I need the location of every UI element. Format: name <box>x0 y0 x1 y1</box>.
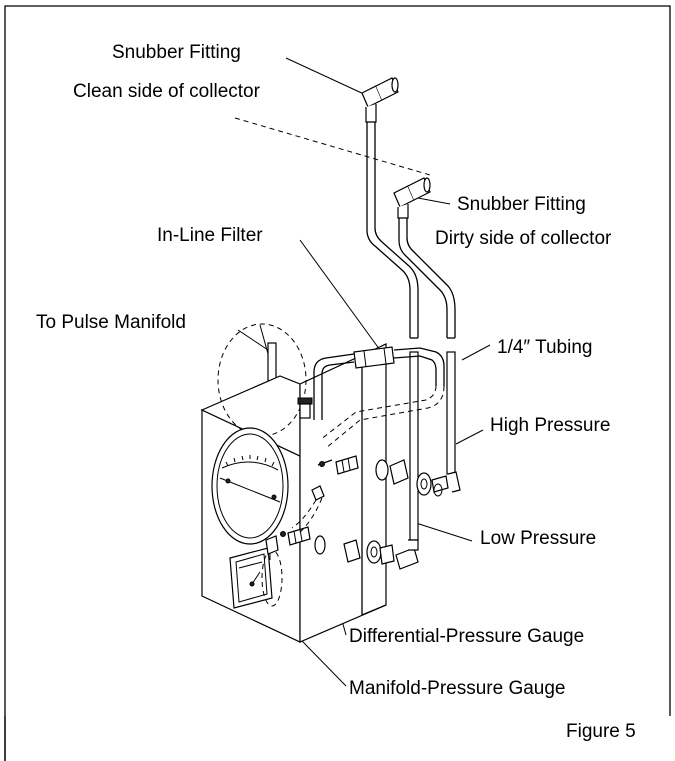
leader-low-pressure <box>415 522 473 542</box>
leader-snubber-dirty <box>417 197 451 205</box>
label-inline-filter: In-Line Filter <box>157 225 263 246</box>
tube-low-pressure <box>409 351 419 541</box>
snubber-fitting-dirty <box>393 177 431 219</box>
label-figure-number: Figure 5 <box>566 721 636 742</box>
in-line-filter <box>313 346 445 449</box>
label-tubing: 1/4″ Tubing <box>497 337 592 358</box>
fitting-manifold-tee <box>265 535 279 560</box>
label-snubber-clean-2: Clean side of collector <box>73 81 261 102</box>
figure-border <box>4 5 671 761</box>
fitting-row-lower <box>280 526 419 570</box>
label-manifold-pressure-gauge: Manifold-Pressure Gauge <box>349 678 566 699</box>
fitting-small-top <box>297 397 313 419</box>
tube-dirty-side <box>398 218 456 339</box>
differential-pressure-gauge <box>211 323 307 545</box>
fitting-row-upper <box>317 455 461 497</box>
label-differential-pressure-gauge: Differential-Pressure Gauge <box>349 626 584 647</box>
collector-divider-line <box>234 117 431 176</box>
leader-snubber-clean <box>285 57 367 96</box>
tube-high-pressure <box>446 351 456 475</box>
label-snubber-dirty-2: Dirty side of collector <box>435 228 612 249</box>
snubber-fitting-clean <box>361 77 399 123</box>
tube-clean-side <box>366 122 419 339</box>
leader-pulse-manifold <box>237 329 269 351</box>
leader-high-pressure <box>455 429 484 445</box>
leader-tubing <box>461 344 491 361</box>
label-pulse-manifold: To Pulse Manifold <box>36 312 186 333</box>
label-snubber-clean-1: Snubber Fitting <box>112 42 241 63</box>
label-high-pressure: High Pressure <box>490 415 610 436</box>
label-low-pressure: Low Pressure <box>480 528 596 549</box>
label-snubber-dirty-1: Snubber Fitting <box>457 194 586 215</box>
leader-inline-filter <box>299 239 381 351</box>
fitting-side-elbow <box>291 485 325 535</box>
